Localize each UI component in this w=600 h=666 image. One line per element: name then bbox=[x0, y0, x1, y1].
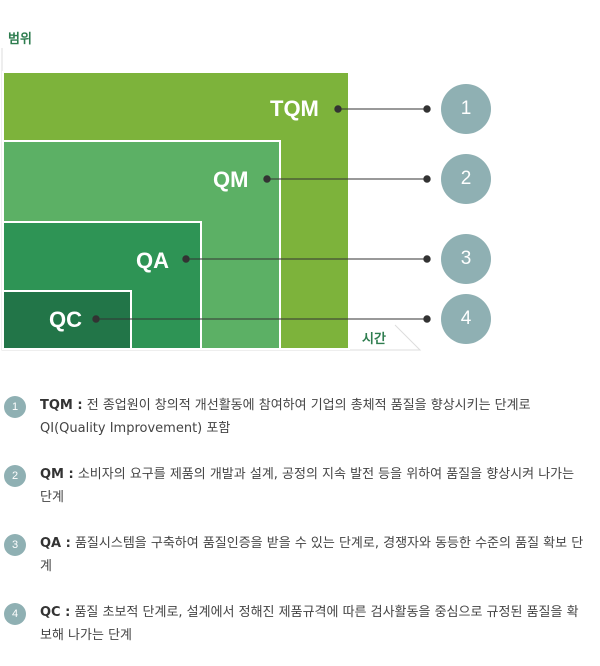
description-text: QA : 품질시스템을 구축하여 품질인증을 받을 수 있는 단계로, 경쟁자와… bbox=[40, 532, 590, 578]
connector-dot-2a bbox=[263, 175, 271, 183]
description-text: QC : 품질 초보적 단계로, 설계에서 정해진 제품규격에 따른 검사활동을… bbox=[40, 601, 590, 647]
description-item: 4 QC : 품질 초보적 단계로, 설계에서 정해진 제품규격에 따른 검사활… bbox=[4, 597, 594, 666]
description-body: 품질 초보적 단계로, 설계에서 정해진 제품규격에 따른 검사활동을 중심으로… bbox=[40, 605, 579, 643]
connector-dot-3b bbox=[423, 255, 431, 263]
description-term: TQM : bbox=[40, 398, 83, 413]
description-term: QM : bbox=[40, 467, 74, 482]
connector-dot-4a bbox=[92, 315, 100, 323]
level-number-1: 1 bbox=[441, 84, 491, 134]
level-number-4: 4 bbox=[441, 294, 491, 344]
description-body: 품질시스템을 구축하여 품질인증을 받을 수 있는 단계로, 경쟁자와 동등한 … bbox=[40, 536, 584, 574]
description-term: QA : bbox=[40, 536, 71, 551]
connector-lines bbox=[92, 105, 431, 323]
description-text: TQM : 전 종업원이 창의적 개선활동에 참여하여 기업의 총체적 품질을 … bbox=[40, 394, 590, 440]
description-body: 소비자의 요구를 제품의 개발과 설계, 공정의 지속 발전 등을 위하여 품질… bbox=[40, 467, 575, 505]
qc-box bbox=[2, 290, 132, 350]
scope-axis-label: 범위 bbox=[8, 32, 32, 47]
tqm-label: TQM bbox=[270, 96, 319, 121]
description-number: 2 bbox=[4, 465, 26, 487]
description-body: 전 종업원이 창의적 개선활동에 참여하여 기업의 총체적 품질을 향상시키는 … bbox=[40, 398, 531, 436]
level-number-3: 3 bbox=[441, 234, 491, 284]
time-axis-label: 시간 bbox=[362, 332, 386, 347]
connector-dot-1a bbox=[334, 105, 342, 113]
description-item: 2 QM : 소비자의 요구를 제품의 개발과 설계, 공정의 지속 발전 등을… bbox=[4, 459, 594, 528]
qa-label: QA bbox=[136, 248, 169, 273]
description-number: 4 bbox=[4, 603, 26, 625]
description-item: 1 TQM : 전 종업원이 창의적 개선활동에 참여하여 기업의 총체적 품질… bbox=[4, 390, 594, 459]
description-number: 1 bbox=[4, 396, 26, 418]
description-term: QC : bbox=[40, 605, 71, 620]
qc-label: QC bbox=[49, 307, 82, 332]
connector-dot-2b bbox=[423, 175, 431, 183]
description-list: 1 TQM : 전 종업원이 창의적 개선활동에 참여하여 기업의 총체적 품질… bbox=[4, 390, 594, 666]
connector-dot-4b bbox=[423, 315, 431, 323]
description-text: QM : 소비자의 요구를 제품의 개발과 설계, 공정의 지속 발전 등을 위… bbox=[40, 463, 590, 509]
connector-dot-3a bbox=[182, 255, 190, 263]
qm-label: QM bbox=[213, 167, 249, 192]
description-number: 3 bbox=[4, 534, 26, 556]
description-item: 3 QA : 품질시스템을 구축하여 품질인증을 받을 수 있는 단계로, 경쟁… bbox=[4, 528, 594, 597]
level-number-2: 2 bbox=[441, 154, 491, 204]
connector-dot-1b bbox=[423, 105, 431, 113]
